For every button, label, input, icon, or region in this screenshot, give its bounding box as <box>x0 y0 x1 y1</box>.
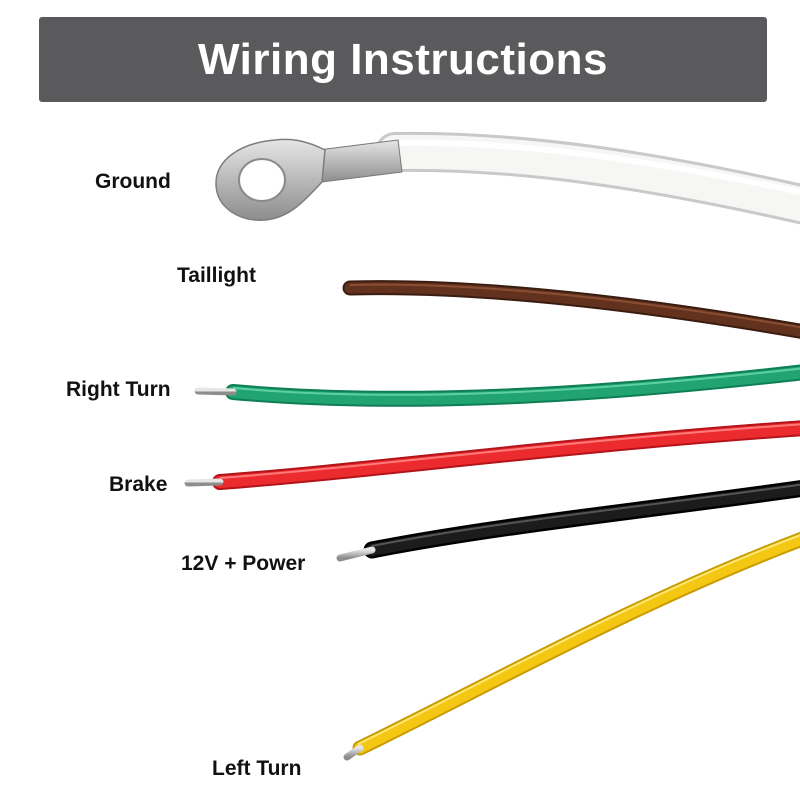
power-label: 12V + Power <box>181 552 306 575</box>
brake-label: Brake <box>109 473 168 496</box>
power-wire <box>336 480 800 562</box>
right-turn-label: Right Turn <box>66 378 171 401</box>
taillight-label: Taillight <box>177 264 256 287</box>
ring-terminal-icon <box>215 138 326 221</box>
page-title: Wiring Instructions <box>198 34 608 84</box>
title-banner: Wiring Instructions <box>39 17 767 102</box>
right-turn-wire <box>194 364 800 407</box>
brake-wire <box>184 420 800 490</box>
left-turn-wire <box>343 531 800 761</box>
ground-label: Ground <box>95 170 171 193</box>
left-turn-label: Left Turn <box>212 757 302 780</box>
ground-wire <box>215 131 800 225</box>
taillight-wire <box>312 280 800 339</box>
